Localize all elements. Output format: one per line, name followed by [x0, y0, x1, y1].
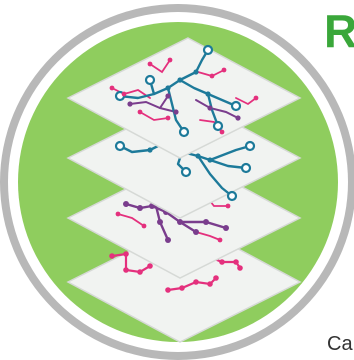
heading-fragment: R	[324, 5, 354, 57]
map-layer-4	[66, 221, 302, 343]
body-text-fragment: Ca	[327, 333, 353, 355]
map-layer-1	[66, 37, 302, 159]
